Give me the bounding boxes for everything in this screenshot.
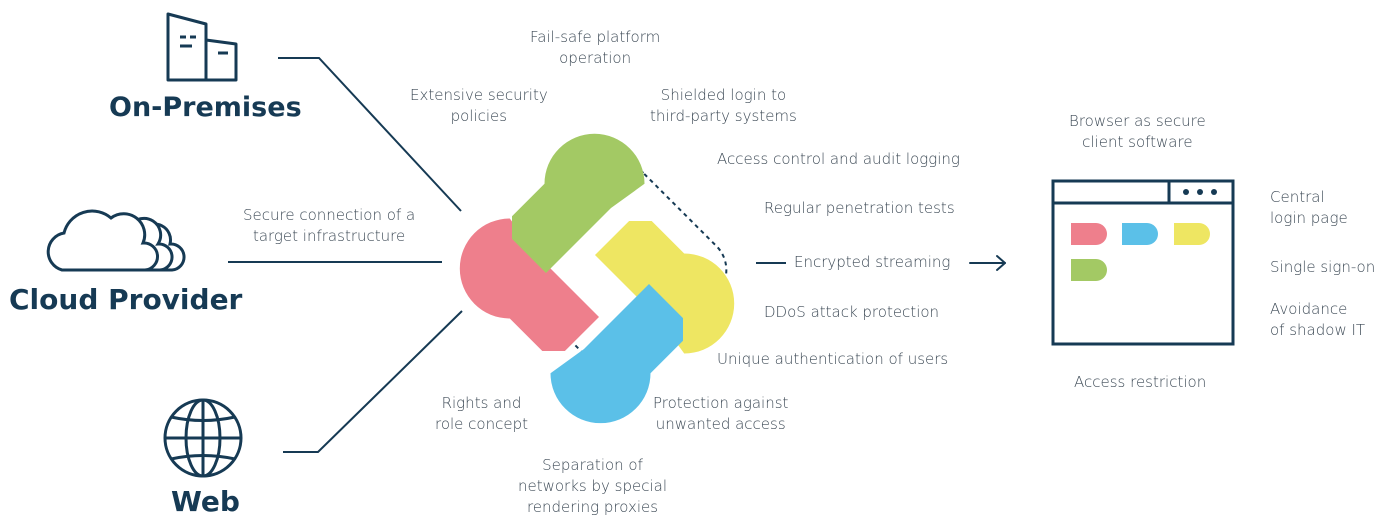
fail-safe-label: Fail-safe platform operation xyxy=(530,28,661,67)
shadow-it-label: Avoidance of shadow IT xyxy=(1270,300,1366,339)
browser-yellow-tile xyxy=(1174,223,1210,245)
logo-red-piece xyxy=(459,218,599,351)
unwanted-access-label: Protection against unwanted access xyxy=(653,394,789,433)
browser-red-tile xyxy=(1071,223,1107,245)
logo-icon xyxy=(459,133,735,424)
web-label: Web xyxy=(171,485,240,518)
rights-roles-label: Rights and role concept xyxy=(435,394,528,433)
separation-label: Separation of networks by special render… xyxy=(518,456,668,516)
globe-icon xyxy=(163,398,243,478)
browser-window-icon xyxy=(1051,179,1235,346)
unique-auth-label: Unique authentication of users xyxy=(717,350,949,368)
sso-label: Single sign-on xyxy=(1270,258,1376,276)
secure-connection-label: Secure connection of a target infrastruc… xyxy=(243,206,416,245)
on-premises-connector xyxy=(278,57,462,212)
shielded-login-label: Shielded login to third-party systems xyxy=(650,86,797,125)
penetration-tests-label: Regular penetration tests xyxy=(764,199,955,217)
arrow-right-icon xyxy=(969,255,1006,271)
browser-green-tile xyxy=(1071,259,1107,281)
logo-green-piece xyxy=(512,133,645,273)
encrypted-streaming-label: Encrypted streaming xyxy=(794,253,951,271)
logo-yellow-piece xyxy=(595,221,735,354)
browser-label: Browser as secure client software xyxy=(1069,112,1206,151)
cloud-provider-label: Cloud Provider xyxy=(9,283,243,316)
on-premises-label: On-Premises xyxy=(109,92,302,123)
access-control-label: Access control and audit logging xyxy=(717,150,960,168)
central-login-label: Central login page xyxy=(1270,188,1348,227)
security-policies-label: Extensive security policies xyxy=(410,86,548,125)
cloud-icon xyxy=(46,209,186,272)
browser-blue-tile xyxy=(1122,223,1158,245)
access-restriction-label: Access restriction xyxy=(1074,373,1207,391)
ddos-label: DDoS attack protection xyxy=(764,303,940,321)
buildings-icon xyxy=(166,12,238,82)
web-connector xyxy=(283,310,463,453)
logo-blue-piece xyxy=(550,284,683,424)
